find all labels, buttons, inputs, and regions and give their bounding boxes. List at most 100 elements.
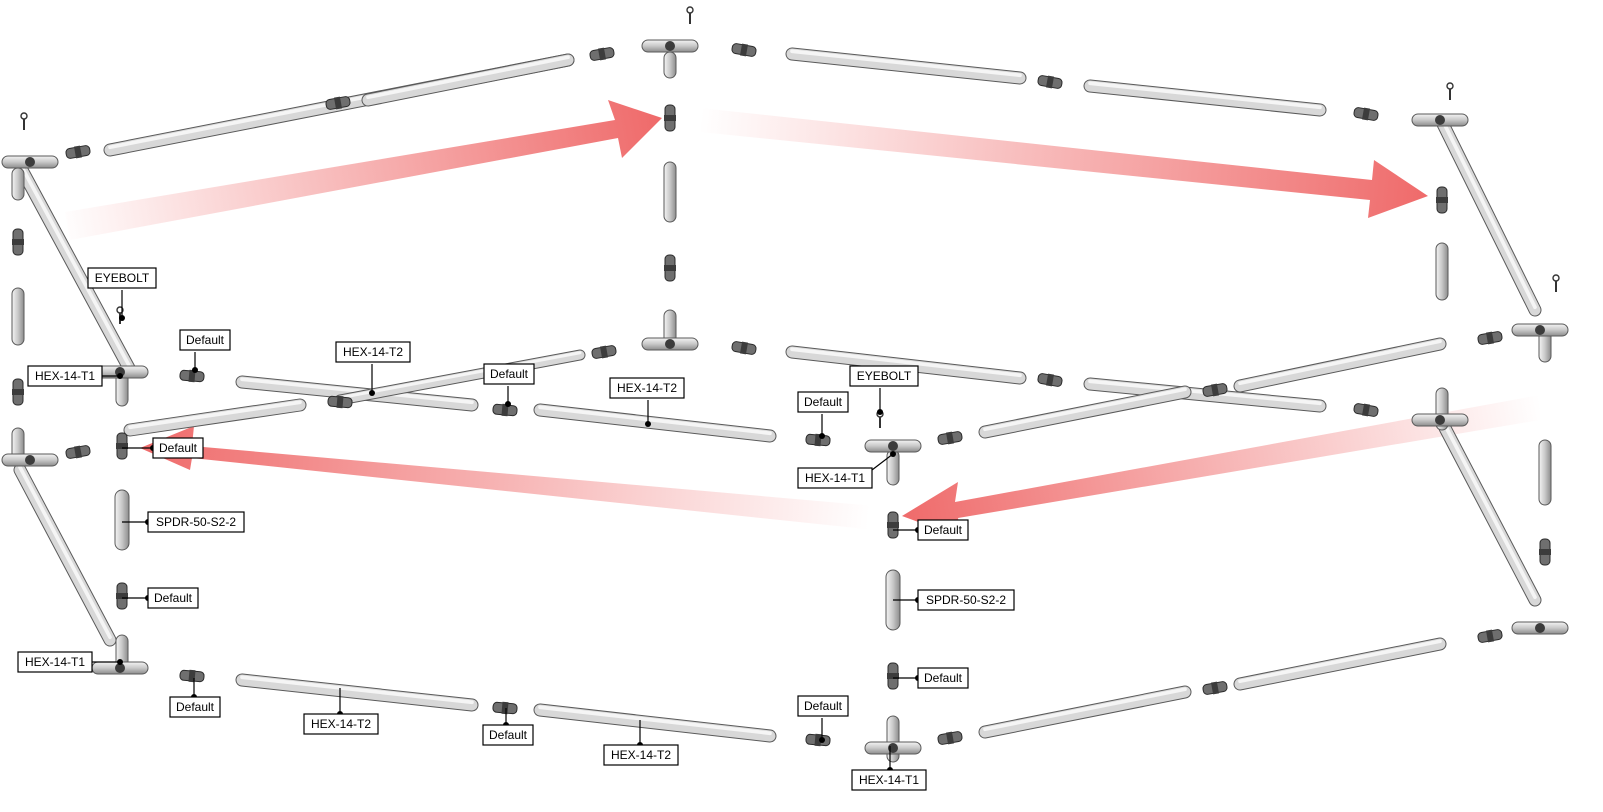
callout-default-mid-upper-coupler: Default: [483, 363, 535, 407]
coupler-top-6: [1353, 107, 1379, 121]
pole-right-lower: [1538, 439, 1552, 506]
pole-center-hub-lower: [886, 715, 900, 763]
callout-anchor-dot: [117, 373, 123, 379]
callout-box: [27, 365, 103, 387]
callout-anchor-dot: [877, 409, 883, 415]
callout-hex-t1-left-lower: HEX-14-T1: [17, 651, 123, 673]
callout-label: SPDR-50-S2-2: [156, 515, 236, 529]
tube-parts: [11, 47, 1552, 763]
callout-anchor-dot: [819, 737, 825, 743]
callout-box: [849, 365, 919, 387]
coupler-bottom-2: [492, 701, 518, 715]
tee-center-lower: [864, 741, 922, 755]
callout-box: [179, 329, 231, 351]
tube-bottom-right-2: [1233, 637, 1447, 691]
coupler-v-center-1: [664, 104, 676, 132]
part-callouts: EYEBOLTDefaultHEX-14-T2DefaultHEX-14-T2E…: [17, 267, 1015, 791]
tube-right-diagonal-bottom: [1438, 421, 1542, 607]
callout-default-left-lower-joint: Default: [122, 437, 204, 459]
callout-label: HEX-14-T1: [805, 471, 865, 485]
coupler-top-4: [731, 43, 757, 57]
tube-left-diagonal-bottom: [13, 463, 117, 647]
coupler-v-left-3: [116, 582, 128, 610]
coupler-bottom-5: [1202, 681, 1228, 695]
coupler-bottom-4: [937, 731, 963, 745]
callout-label: Default: [186, 333, 225, 347]
callout-default-left-bottom-coupler: Default: [169, 678, 221, 718]
elbow-right-bottom: [1511, 621, 1569, 635]
callout-box: [303, 713, 379, 735]
callout-anchor-dot: [119, 315, 125, 321]
callout-box: [609, 377, 685, 399]
callout-default-center-joint: Default: [893, 519, 969, 541]
tube-top-right-1: [785, 47, 1027, 85]
callout-box: [147, 511, 245, 533]
callout-label: Default: [159, 441, 198, 455]
coupler-v-left-4: [116, 432, 128, 460]
callout-label: HEX-14-T2: [617, 381, 677, 395]
elbow-right-top: [1411, 113, 1469, 127]
tube-bottom-ring-2: [533, 703, 777, 743]
coupler-mid-2: [327, 395, 353, 409]
coupler-v-left-2: [12, 378, 24, 406]
tube-top-left-short: [361, 53, 575, 107]
callout-label: Default: [924, 523, 963, 537]
tube-mid-right-2: [1233, 337, 1447, 393]
callout-eyebolt-left: EYEBOLT: [87, 267, 157, 321]
callout-box: [152, 437, 204, 459]
coupler-mid-5: [731, 341, 757, 355]
callout-default-center-upper-coupler: Default: [797, 391, 849, 439]
callout-spdr-left: SPDR-50-S2-2: [122, 511, 245, 533]
tube-bottom-ring-1: [235, 673, 479, 712]
callout-label: EYEBOLT: [95, 271, 150, 285]
coupler-mid-4: [591, 345, 617, 359]
pole-left-top: [11, 167, 25, 201]
callout-hex-t2-upper-left: HEX-14-T2: [335, 341, 411, 396]
eyebolt-icon-right: [1446, 82, 1454, 100]
callout-label: HEX-14-T1: [25, 655, 85, 669]
callout-box: [797, 695, 849, 717]
direction-arrow-2: [700, 108, 1428, 218]
coupler-mid-6: [1037, 373, 1063, 387]
tee-left-lower: [91, 661, 149, 675]
eyebolt-icon-top: [686, 6, 694, 24]
callout-box: [797, 391, 849, 413]
tee-hub-top: [641, 39, 699, 53]
tee-hub-mid: [641, 337, 699, 351]
callout-default-center-bottom-coupler: Default: [797, 695, 849, 743]
callout-box: [797, 467, 873, 489]
direction-arrow-4: [140, 426, 875, 530]
callout-box: [851, 769, 927, 791]
pole-right-mid: [1435, 242, 1449, 301]
callout-hex-t2-bottom-mid: HEX-14-T2: [603, 720, 679, 766]
callout-box: [603, 744, 679, 766]
callout-anchor-dot: [369, 390, 375, 396]
tube-mid-ring-2: [533, 403, 777, 443]
callout-default-left-coupler: Default: [122, 587, 199, 609]
coupler-mid-1: [179, 369, 205, 383]
assembly-direction-arrows: [65, 100, 1540, 538]
callout-label: HEX-14-T2: [311, 717, 371, 731]
coupler-v-right-1: [1436, 186, 1448, 214]
callout-default-center-coupler: Default: [893, 667, 969, 689]
coupler-mid-8: [805, 433, 831, 447]
callout-box: [917, 589, 1015, 611]
coupler-mid-12: [65, 445, 91, 459]
coupler-bottom-3: [805, 733, 831, 747]
coupler-v-right-2: [1539, 538, 1551, 566]
callout-box: [917, 667, 969, 689]
tube-mid-ring-back-1: [785, 345, 1027, 385]
callout-label: HEX-14-T2: [611, 748, 671, 762]
callout-hex-t1-left-upper: HEX-14-T1: [27, 365, 123, 387]
elbow-right-lower: [1411, 413, 1469, 427]
callout-label: Default: [804, 395, 843, 409]
coupler-v-center-3: [887, 511, 899, 539]
callout-label: Default: [924, 671, 963, 685]
callout-anchor-dot: [819, 433, 825, 439]
callout-anchor-dot: [645, 421, 651, 427]
callout-default-left-upper-coupler: Default: [179, 329, 231, 373]
tube-right-diagonal-top: [1435, 115, 1542, 317]
callout-anchor-dot: [890, 451, 896, 457]
coupler-mid-11: [1477, 331, 1503, 345]
connector-parts: [1, 6, 1569, 755]
